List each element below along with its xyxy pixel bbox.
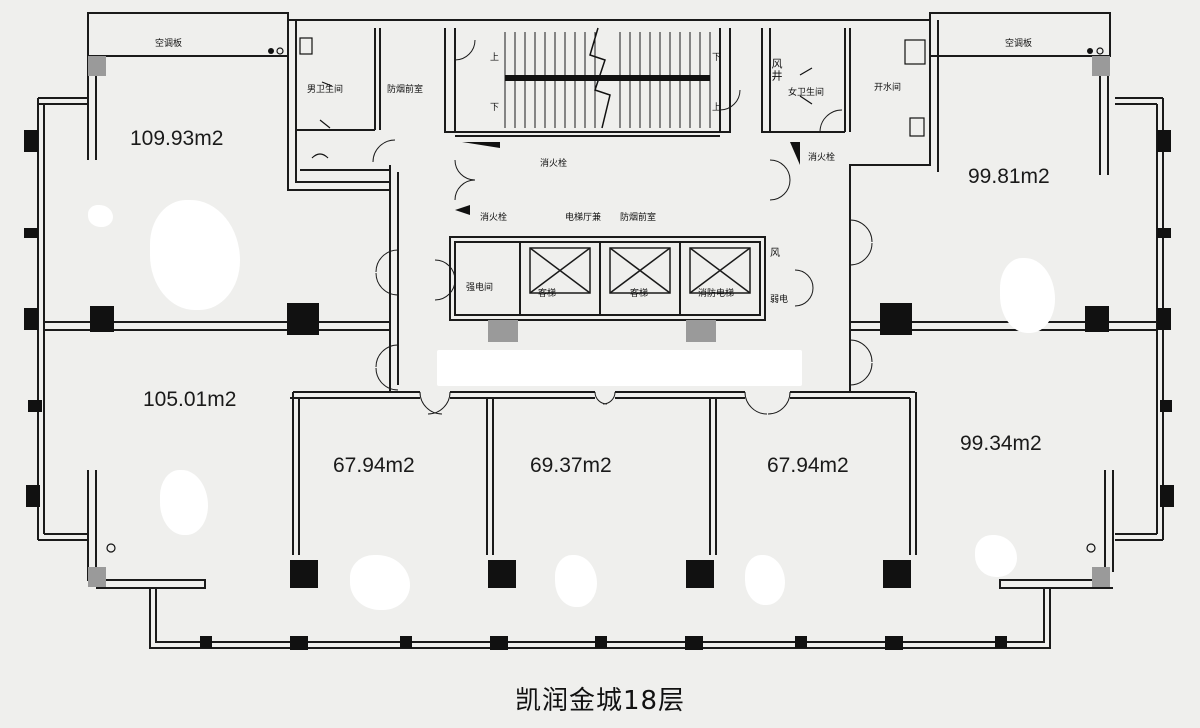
label-stair-up-left: 上 [490,53,500,63]
scan-blot [1000,258,1055,333]
corridor-left-wall [389,165,399,392]
elevator-dividers [519,242,681,315]
stair-break-line [589,27,611,129]
area-unit-w: 105.01m2 [143,388,237,411]
stair-landing-bar [505,75,710,81]
label-ac-board-left: 空调板 [155,39,183,49]
label-smoke-front-top: 防烟前室 [387,85,424,95]
label-weak-power: 弱电 [770,295,789,305]
outer-wall-right [1115,97,1164,541]
ac-board-left [87,12,289,57]
area-unit-nw: 109.93m2 [130,127,224,150]
label-womens-wc: 女卫生间 [788,88,825,98]
scan-blot [975,535,1017,577]
label-wind: 风 [770,248,780,259]
unit-s3-right-wall [790,391,917,555]
label-stair-down-right: 下 [712,53,722,63]
scan-blot [88,205,113,227]
hydrant-markers [455,142,800,215]
core-right-wall [849,20,939,392]
label-elevator-2: 客梯 [630,289,649,299]
stair-right-wall [719,28,731,133]
elevator-cars [529,247,751,294]
area-unit-ne: 99.81m2 [968,165,1050,188]
label-elevator-1: 客梯 [538,289,557,299]
scan-blot [350,555,410,610]
scan-blot [555,555,597,607]
area-unit-se: 99.34m2 [960,432,1042,455]
core-left-wall [287,20,390,191]
drain-dots [268,48,1093,54]
stair-bottom-wall [455,131,720,137]
scan-blot [437,350,802,386]
outer-wall-left [37,97,88,541]
label-hydrant-top-right: 消火栓 [808,153,836,163]
se-partition [999,470,1114,589]
womens-wc-walls [761,28,851,133]
gray-wall-blocks [88,56,1110,587]
area-unit-s1: 67.94m2 [333,454,415,477]
scan-blot [150,200,240,310]
unit-s2-right-wall [615,391,745,555]
label-stair-down-left: 下 [490,103,500,113]
label-mens-wc: 男卫生间 [307,85,344,95]
label-elevator-fire: 消防电梯 [698,289,735,299]
label-water-room: 开水间 [874,83,902,93]
structural-columns [24,130,1174,650]
label-vent-shaft: 风井 [770,58,783,82]
stair-left-wall [444,28,456,133]
scan-blot [745,555,785,605]
label-hydrant-top-left: 消火栓 [540,159,568,169]
label-stair-up-right: 上 [712,103,722,113]
scan-blot [160,470,208,535]
label-lobby-smoke: 防烟前室 [620,213,657,223]
unit-s1-walls [290,391,420,555]
page-title: 凯润金城18层 [514,686,686,716]
label-strong-power: 强电间 [466,283,494,293]
bathroom-fixtures [299,37,926,159]
label-ac-board-right: 空调板 [1005,39,1033,49]
door-swings [372,39,873,415]
mens-wc-walls [296,28,390,171]
elevator-block [449,236,766,321]
area-unit-s2: 69.37m2 [530,454,612,477]
label-lobby: 电梯厅兼 [565,213,602,223]
drain-symbols [106,47,1104,553]
ac-board-right [929,12,1111,57]
unit-s2-left-wall [450,391,595,555]
area-unit-s3: 67.94m2 [767,454,849,477]
label-hydrant-lobby: 消火栓 [480,213,508,223]
sw-partition [87,470,206,589]
